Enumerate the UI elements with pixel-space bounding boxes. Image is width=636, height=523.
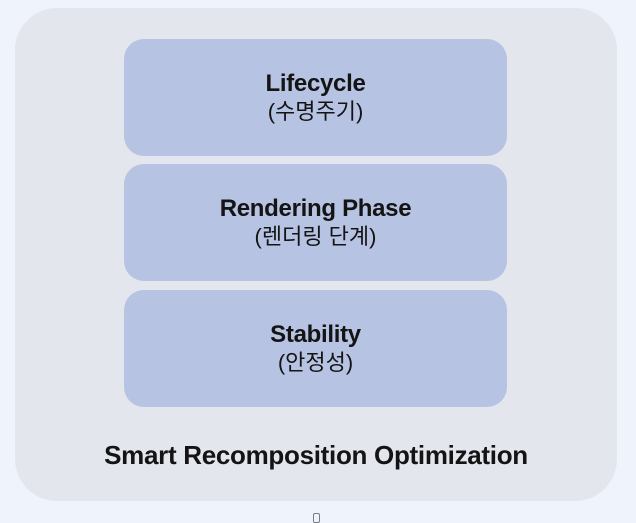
box-lifecycle-label-en: Lifecycle xyxy=(265,69,366,97)
box-lifecycle-label-ko: (수명주기) xyxy=(267,98,364,124)
box-rendering-phase: Rendering Phase (렌더링 단계) xyxy=(124,164,507,281)
box-stability: Stability (안정성) xyxy=(124,290,507,407)
clipped-caption-fragment xyxy=(313,513,320,523)
box-rendering-phase-label-en: Rendering Phase xyxy=(219,194,412,222)
diagram-panel: Lifecycle (수명주기) Rendering Phase (렌더링 단계… xyxy=(15,8,617,501)
box-lifecycle: Lifecycle (수명주기) xyxy=(124,39,507,156)
diagram-title: Smart Recomposition Optimization xyxy=(104,440,528,470)
box-rendering-phase-label-ko: (렌더링 단계) xyxy=(254,223,377,249)
box-stability-label-ko: (안정성) xyxy=(277,349,354,375)
box-stability-label-en: Stability xyxy=(270,320,361,348)
